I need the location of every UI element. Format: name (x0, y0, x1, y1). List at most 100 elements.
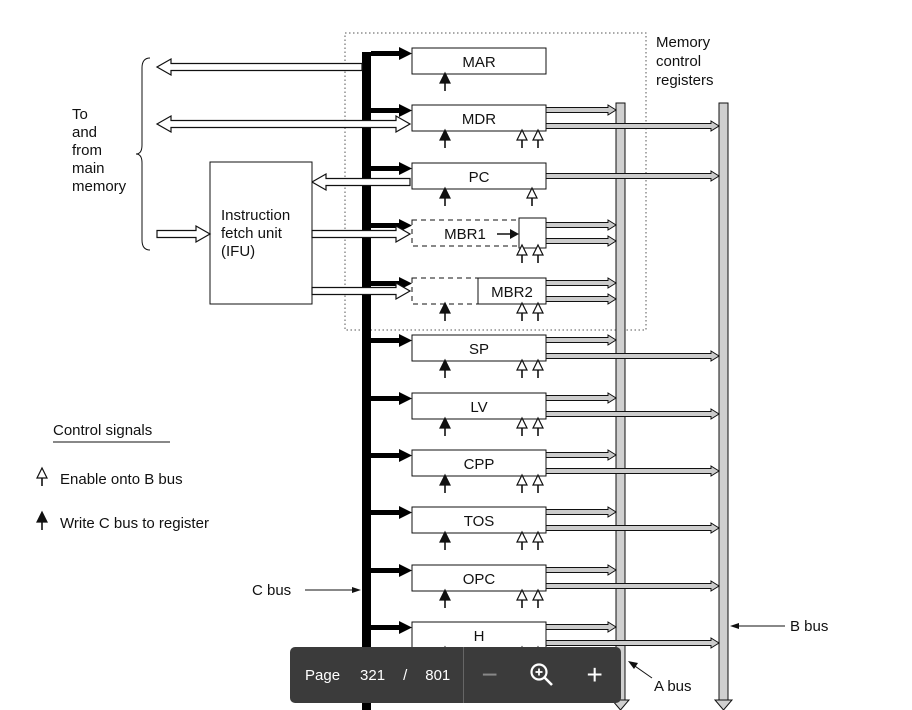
zoom-out-button[interactable]: − (463, 659, 516, 691)
total-pages: 801 (425, 666, 451, 684)
enable-b-icon (516, 358, 528, 371)
c-bus-input (371, 396, 401, 401)
memory-control-label: Memory (656, 34, 711, 51)
zoom-in-button[interactable]: + (568, 659, 621, 691)
ifu-label: fetch unit (221, 225, 283, 242)
a-bus-output (545, 392, 617, 404)
legend-title: Control signals (53, 422, 152, 439)
register-label: MDR (462, 111, 496, 128)
zoom-reset-button[interactable] (516, 662, 569, 688)
write-c-icon (439, 301, 451, 314)
enable-b-icon (532, 588, 544, 601)
a-bus-output (545, 449, 617, 461)
page-label: Page (305, 666, 341, 684)
b-bus-pointer-head (730, 623, 739, 629)
register-mbr2 (477, 277, 547, 305)
register-label: LV (470, 399, 487, 416)
b-bus-arrow (713, 699, 734, 710)
c-bus-input (371, 51, 401, 56)
c-bus-input (371, 338, 401, 343)
register-mdr (411, 104, 547, 132)
enable-b-icon (532, 416, 544, 429)
c-bus-input-arrow (399, 449, 412, 462)
register-label: H (474, 628, 485, 645)
enable-b-icon (516, 588, 528, 601)
write-c-icon (439, 71, 451, 84)
a-bus-output (545, 277, 617, 289)
ifu-label: Instruction (221, 207, 290, 224)
c-bus-input (371, 281, 401, 286)
ifu-to-mbr1-arrow (311, 224, 412, 244)
plus-icon: + (586, 659, 603, 690)
current-page-input[interactable]: 321 (360, 666, 386, 684)
b-bus-output (545, 120, 720, 132)
pc-to-ifu-arrow (310, 172, 411, 192)
enable-b-icon (532, 473, 544, 486)
write-c-icon (439, 530, 451, 543)
enable-b-icon (516, 128, 528, 141)
c-bus-input (371, 568, 401, 573)
enable-b-icon (516, 530, 528, 543)
a-bus-output (545, 334, 617, 346)
c-bus-input-arrow (399, 506, 412, 519)
divider (462, 647, 464, 703)
enable-b-icon (516, 243, 528, 256)
b-bus-output (545, 170, 720, 182)
write-c-icon (439, 473, 451, 486)
register-label: SP (469, 341, 489, 358)
register-lv (411, 392, 547, 420)
register-tos (411, 506, 547, 534)
write-c-icon (439, 588, 451, 601)
ifu-label: (IFU) (221, 243, 255, 260)
enable-b-icon (532, 243, 544, 256)
c-bus-input-arrow (399, 564, 412, 577)
register-cpp (411, 449, 547, 477)
memory-label: from (72, 142, 102, 159)
register-label: PC (469, 169, 490, 186)
c-bus-input-arrow (399, 162, 412, 175)
page-separator: / (403, 666, 408, 684)
c-bus-label: C bus (252, 582, 291, 599)
c-bus-input (371, 166, 401, 171)
a-bus (615, 102, 626, 704)
enable-b-legend-icon (36, 466, 48, 479)
register-label: OPC (463, 571, 496, 588)
c-bus-input-arrow (399, 621, 412, 634)
memory-brace (135, 57, 151, 251)
b-bus-output (545, 637, 720, 649)
a-bus-output (545, 506, 617, 518)
mbr1-arrow-head (510, 229, 519, 239)
register-label: MBR2 (491, 284, 533, 301)
a-bus-output (545, 293, 617, 305)
ifu-box (209, 161, 313, 305)
c-bus-input-arrow (399, 47, 412, 60)
c-bus (362, 52, 371, 710)
write-c-icon (439, 186, 451, 199)
write-c-icon (439, 128, 451, 141)
b-bus-output (545, 522, 720, 534)
c-bus-input-arrow (399, 104, 412, 117)
ifu-to-mbr2-arrow (311, 281, 412, 301)
b-bus (718, 102, 729, 704)
b-bus-output (545, 580, 720, 592)
memory-control-label: registers (656, 72, 714, 89)
enable-b-icon (532, 358, 544, 371)
enable-b-icon (526, 186, 538, 199)
register-h (411, 621, 547, 649)
legend-enable: Enable onto B bus (60, 471, 183, 488)
c-bus-input (371, 453, 401, 458)
memory-to-ifu-arrow (156, 224, 212, 244)
memory-label: memory (72, 178, 127, 195)
b-bus-label: B bus (790, 618, 828, 635)
write-c-icon (439, 416, 451, 429)
c-bus-input-arrow (399, 392, 412, 405)
zoom-reset-icon (530, 663, 554, 686)
write-c-icon (439, 358, 451, 371)
memory-label: To (72, 106, 88, 123)
b-bus-output (545, 465, 720, 477)
memory-label: and (72, 124, 97, 141)
c-bus-input (371, 108, 401, 113)
c-bus-input (371, 625, 401, 630)
mar-to-memory-arrow (155, 57, 363, 77)
mdr-memory-arrow (155, 114, 412, 134)
